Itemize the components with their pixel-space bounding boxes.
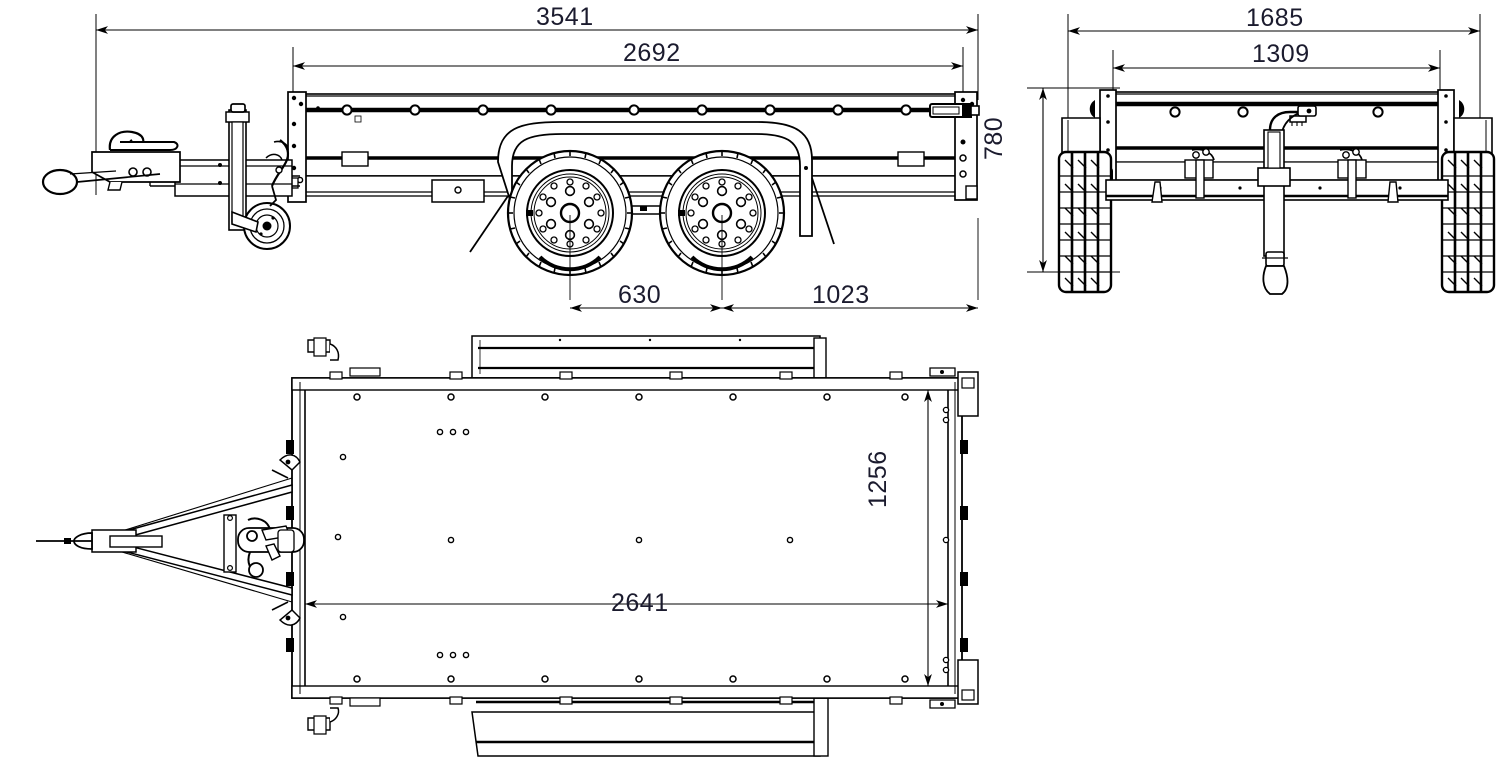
- rear-jockey-wheel: [1257, 105, 1317, 295]
- tandem-wheels: [506, 149, 786, 277]
- dim-label-bed-length: 2641: [611, 589, 669, 617]
- plan-view: [36, 335, 979, 757]
- rear-suspension-detail: [1151, 148, 1399, 203]
- plan-a-frame-drawbar: [36, 454, 305, 626]
- jockey-wheel: [225, 103, 291, 250]
- dim-label-rear-overhang: 1023: [812, 281, 870, 309]
- handbrake-lever: [265, 139, 290, 207]
- plan-rear-structure: [929, 367, 979, 709]
- plan-upper-drop-side: [471, 335, 827, 379]
- panel-rivets: [316, 104, 912, 116]
- dimension-axle-spacing: [569, 215, 979, 312]
- plan-rail-tabs: [329, 371, 903, 705]
- floor-bolt-holes: [334, 393, 909, 683]
- rear-view: [1027, 14, 1496, 295]
- dim-label-overall-length: 3541: [536, 3, 594, 31]
- side-view: [41, 14, 980, 312]
- spring-hanger: [431, 179, 485, 203]
- rear-corner-post: [929, 91, 980, 201]
- dim-label-overall-width: 1685: [1246, 4, 1304, 32]
- dimension-body-length: [292, 47, 964, 95]
- breakaway-safety-cable: [41, 168, 161, 196]
- trailer-bed-floor: [286, 371, 968, 705]
- mudguard-fender: [469, 121, 835, 253]
- side-panel: [299, 93, 961, 197]
- dim-label-body-width: 1309: [1252, 40, 1310, 68]
- dim-label-bed-width: 1256: [864, 450, 892, 508]
- dim-label-axle-spacing: 630: [618, 281, 661, 309]
- dim-label-body-length: 2692: [623, 39, 681, 67]
- plan-front-fittings: [307, 337, 381, 735]
- dim-label-height: 780: [980, 117, 1008, 160]
- plan-side-fittings: [286, 406, 968, 674]
